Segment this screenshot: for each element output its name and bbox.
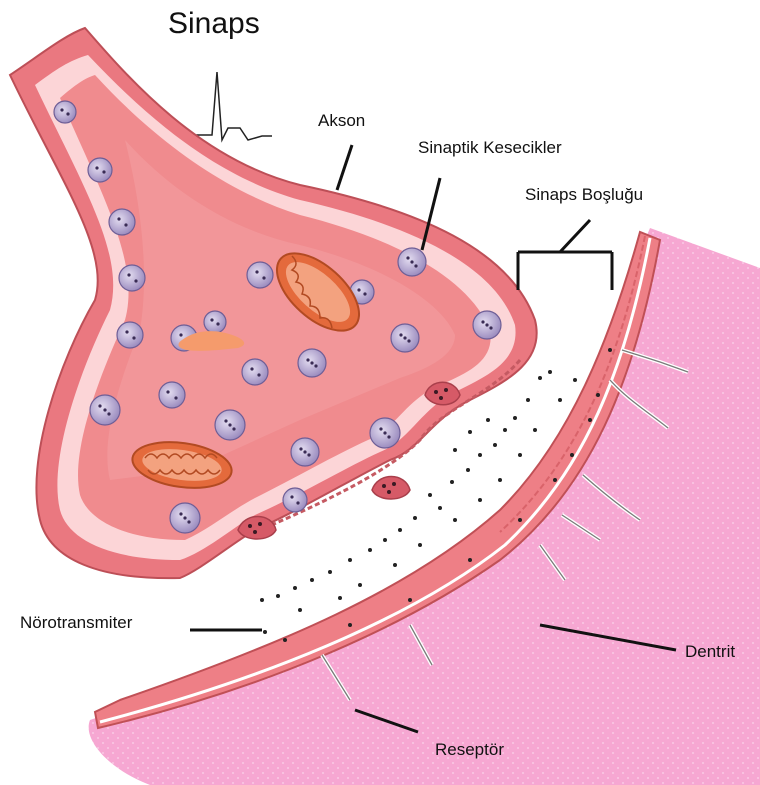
label-dentrit: Dentrit xyxy=(685,642,735,661)
label-sinaps-boslugu: Sinaps Boşluğu xyxy=(525,185,643,204)
label-sinaptik-kesecikler: Sinaptik Kesecikler xyxy=(418,138,562,157)
label-reseptor: Reseptör xyxy=(435,740,504,759)
label-norotransmiter: Nörotransmiter xyxy=(20,613,133,632)
leader-sinaps-boslugu xyxy=(518,220,612,290)
action-potential-trace xyxy=(190,72,272,140)
label-akson: Akson xyxy=(318,111,365,130)
axon-terminal xyxy=(10,28,537,578)
diagram-title: Sinaps xyxy=(168,7,260,40)
leader-akson xyxy=(337,145,352,190)
